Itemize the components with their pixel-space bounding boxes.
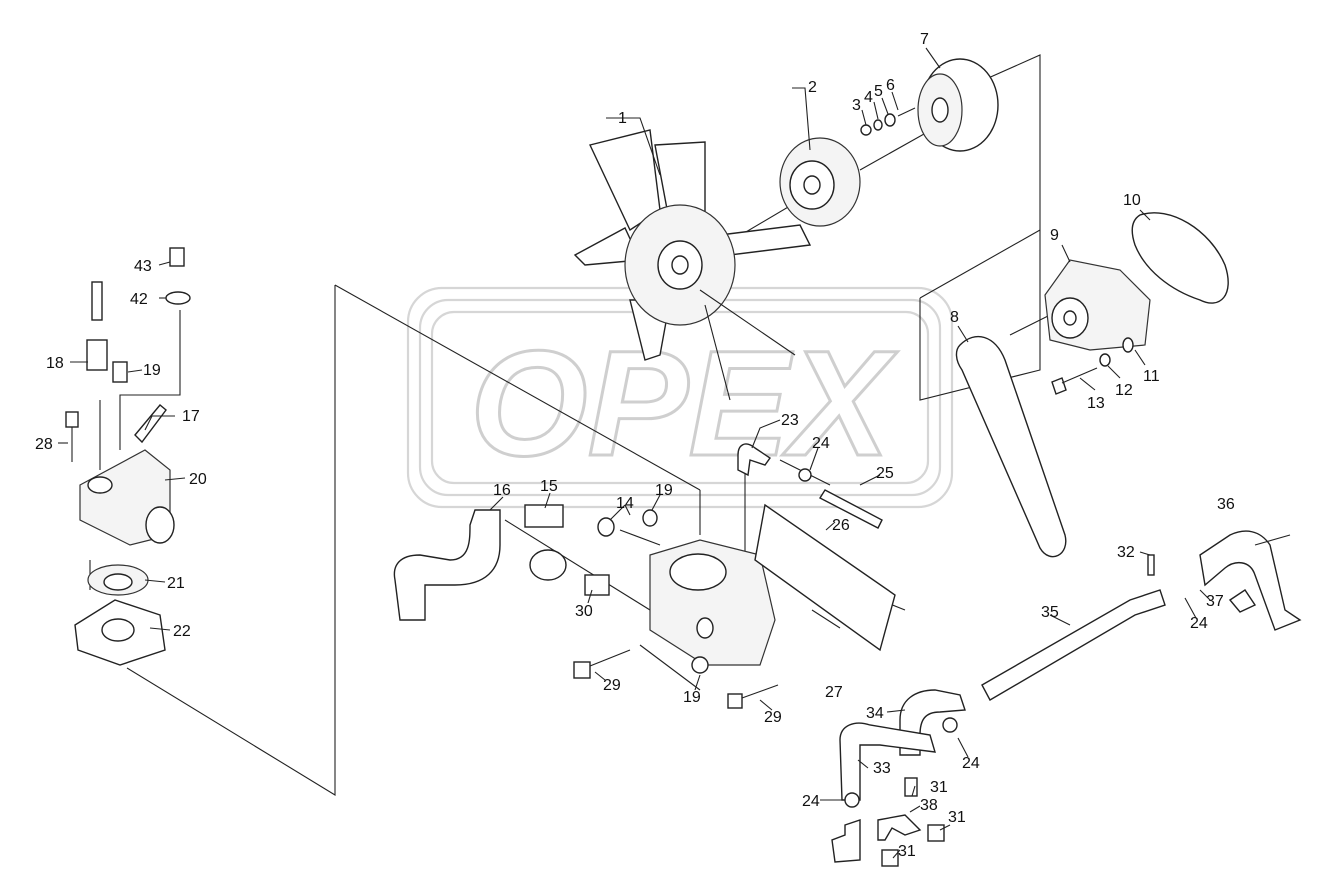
callout-21: 21 <box>167 575 185 592</box>
sensors-and-fasteners <box>65 247 191 462</box>
callout-19-top: 19 <box>143 362 161 379</box>
callout-32: 32 <box>1117 544 1135 561</box>
callout-16: 16 <box>493 482 511 499</box>
callout-12: 12 <box>1115 382 1133 399</box>
callout-11: 11 <box>1143 368 1160 385</box>
callout-24-top: 24 <box>812 435 830 452</box>
thermostat-gasket <box>74 599 166 666</box>
callout-17: 17 <box>182 408 200 425</box>
callout-14: 14 <box>616 495 634 512</box>
callout-27: 27 <box>825 684 843 701</box>
callout-20: 20 <box>189 471 207 488</box>
callout-1: 1 <box>618 110 627 127</box>
callout-3: 3 <box>852 97 861 114</box>
pulley <box>917 58 999 152</box>
callout-24-bottom: 24 <box>802 793 820 810</box>
callout-28: 28 <box>35 436 53 453</box>
fan <box>573 129 812 401</box>
v-belt <box>955 335 1067 558</box>
callout-24-mid: 24 <box>962 755 980 772</box>
assembly-lines <box>89 54 1061 796</box>
thermostat-housing <box>79 449 175 546</box>
callout-42: 42 <box>130 291 148 308</box>
callout-30: 30 <box>575 603 593 620</box>
callout-22: 22 <box>173 623 191 640</box>
callout-25: 25 <box>876 465 894 482</box>
callout-4: 4 <box>864 89 873 106</box>
callout-35: 35 <box>1041 604 1059 621</box>
callout-10: 10 <box>1123 192 1141 209</box>
cover-plate <box>754 503 896 652</box>
callout-43: 43 <box>134 258 152 275</box>
pump-bolt <box>1051 337 1134 395</box>
callout-9: 9 <box>1050 227 1059 244</box>
callout-29-left: 29 <box>603 677 621 694</box>
callout-18: 18 <box>46 355 64 372</box>
callout-8: 8 <box>950 309 959 326</box>
watermark: OPEX <box>406 286 954 509</box>
water-pump <box>1044 259 1151 351</box>
callout-6: 6 <box>886 77 895 94</box>
callout-31-right: 31 <box>948 809 966 826</box>
stud-nut-washers <box>860 107 916 136</box>
callout-38: 38 <box>920 797 938 814</box>
callout-36: 36 <box>1217 496 1235 513</box>
fan-clutch <box>779 137 861 227</box>
callout-7: 7 <box>920 31 929 48</box>
callout-13: 13 <box>1087 395 1105 412</box>
callout-31-top: 31 <box>930 779 948 796</box>
clamp-and-fittings <box>524 504 709 674</box>
bolts-29 <box>573 649 779 709</box>
callout-26: 26 <box>832 517 850 534</box>
thermostat <box>87 564 149 596</box>
callout-5: 5 <box>874 83 883 100</box>
callout-2: 2 <box>808 79 817 96</box>
bypass-housing <box>649 539 776 666</box>
callout-24-right: 24 <box>1190 615 1208 632</box>
callout-labels: 1 2 3 4 5 6 7 8 9 10 11 12 13 14 15 16 1… <box>35 31 1235 860</box>
pipe-23-tube-25 <box>737 443 883 529</box>
pump-gasket <box>1131 212 1229 304</box>
hose-16 <box>393 509 501 621</box>
callout-33: 33 <box>873 760 891 777</box>
callout-23: 23 <box>781 412 799 429</box>
callout-leaders <box>58 47 1291 859</box>
callout-37: 37 <box>1206 593 1224 610</box>
callout-31-bottom: 31 <box>898 843 916 860</box>
callout-15: 15 <box>540 478 558 495</box>
callout-34: 34 <box>866 705 884 722</box>
callout-19-mid: 19 <box>655 482 673 499</box>
callout-29-right: 29 <box>764 709 782 726</box>
lower-pipe-assembly <box>831 530 1302 867</box>
callout-19-bottom: 19 <box>683 689 701 706</box>
watermark-text: OPEX <box>470 319 898 487</box>
